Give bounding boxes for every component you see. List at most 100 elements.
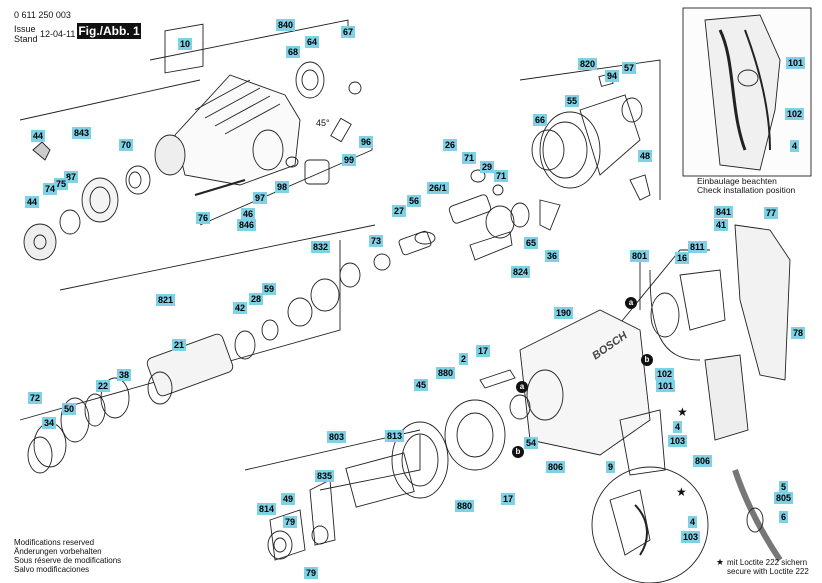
part-label: 21 [172, 339, 187, 351]
star-icon: ★ [677, 405, 688, 419]
part-label: 44 [25, 196, 40, 208]
part-label: 4 [688, 516, 698, 528]
part-label: 72 [28, 392, 43, 404]
callout-b: b [641, 354, 653, 366]
part-label: 814 [257, 503, 277, 515]
part-label: 832 [311, 241, 331, 253]
part-label: 55 [565, 95, 580, 107]
modifications-de: Änderungen vorbehalten [14, 547, 102, 556]
part-label: 77 [764, 207, 779, 219]
figure-label: Fig./Abb. 1 [77, 23, 141, 39]
part-label: 98 [275, 181, 290, 193]
part-label: 28 [249, 293, 264, 305]
gear-housing-shape [174, 74, 301, 186]
part-label: 49 [281, 493, 296, 505]
part-label: 46 [241, 208, 256, 220]
part-label: 78 [791, 327, 806, 339]
part-label: 5 [779, 481, 789, 493]
part-label: 48 [638, 150, 653, 162]
callout-b: b [512, 446, 524, 458]
part-label: 190 [554, 307, 574, 319]
part-label: 65 [524, 237, 539, 249]
part-label: 59 [262, 283, 277, 295]
part-label: 16 [675, 252, 690, 264]
part-label: 57 [622, 62, 637, 74]
part-label: 2 [459, 353, 469, 365]
part-label: 74 [43, 183, 58, 195]
part-label: 801 [630, 250, 650, 262]
part-label: 880 [436, 367, 456, 379]
part-label: 17 [476, 345, 491, 357]
part-label: 10 [178, 38, 193, 50]
part-label: 56 [407, 195, 422, 207]
part-label: 41 [714, 219, 729, 231]
part-label: 102 [785, 108, 805, 120]
doc-number: 0 611 250 003 [14, 10, 71, 20]
part-label: 811 [688, 241, 707, 253]
part-label: 805 [774, 492, 794, 504]
part-label: 820 [578, 58, 598, 70]
part-label: 101 [786, 57, 806, 69]
part-label: 4 [790, 140, 800, 152]
part-label: 26 [443, 139, 458, 151]
part-label: 806 [546, 461, 566, 473]
angle-text: 45° [316, 118, 330, 128]
star-icon: ★ [676, 485, 687, 499]
part-label: 813 [385, 430, 405, 442]
part-label: 73 [369, 235, 384, 247]
part-label: 70 [119, 139, 134, 151]
issue-date: 12-04-11 [40, 29, 76, 39]
part-label: 75 [54, 178, 69, 190]
part-label: 54 [524, 437, 539, 449]
part-label: 846 [237, 219, 257, 231]
part-label: 841 [714, 206, 734, 218]
part-label: 44 [31, 130, 46, 142]
part-label: 38 [117, 369, 132, 381]
part-label: 17 [501, 493, 516, 505]
modifications-fr: Sous réserve de modifications [14, 556, 122, 565]
part-label: 803 [327, 431, 347, 443]
part-label: 66 [533, 114, 548, 126]
part-label: 94 [605, 70, 620, 82]
part-label: 821 [156, 294, 176, 306]
install-note-de: Einbaulage beachten [697, 176, 777, 186]
part-label: 806 [693, 455, 713, 467]
part-label: 824 [511, 266, 531, 278]
loctite-note-de: mit Loctite 222 sichern [727, 558, 808, 567]
modifications-es: Salvo modificaciones [14, 565, 90, 574]
callout-a: a [516, 381, 528, 393]
part-label: 835 [315, 470, 335, 482]
loctite-star-icon: ★ [716, 557, 725, 567]
part-label: 97 [253, 192, 268, 204]
part-label: 22 [96, 380, 111, 392]
part-label: 99 [342, 154, 357, 166]
part-label: 880 [455, 500, 475, 512]
part-label: 103 [681, 531, 701, 543]
part-label: 50 [62, 403, 77, 415]
part-label: 42 [233, 302, 248, 314]
group-line-820 [519, 59, 661, 200]
part-label: 45 [414, 379, 429, 391]
install-note-en: Check installation position [697, 185, 796, 195]
part-label: 29 [480, 161, 495, 173]
part-label: 36 [545, 250, 560, 262]
loctite-note-en: secure with Loctite 222 [727, 567, 809, 576]
part-label: 9 [606, 461, 616, 473]
stand-label: Stand [14, 34, 38, 44]
part-label: 79 [304, 567, 319, 579]
callout-a: a [625, 297, 637, 309]
part-label: 34 [42, 417, 57, 429]
part-label: 96 [359, 136, 374, 148]
part-label: 71 [462, 152, 477, 164]
part-label: 71 [494, 170, 509, 182]
part-label: 840 [276, 19, 296, 31]
part-label: 76 [196, 212, 211, 224]
issue-label: Issue [14, 24, 36, 34]
part-label: 103 [668, 435, 688, 447]
part-label: 843 [72, 127, 92, 139]
part-label: 79 [283, 516, 298, 528]
group-line-832 [59, 224, 376, 291]
modifications-en: Modifications reserved [14, 538, 95, 547]
